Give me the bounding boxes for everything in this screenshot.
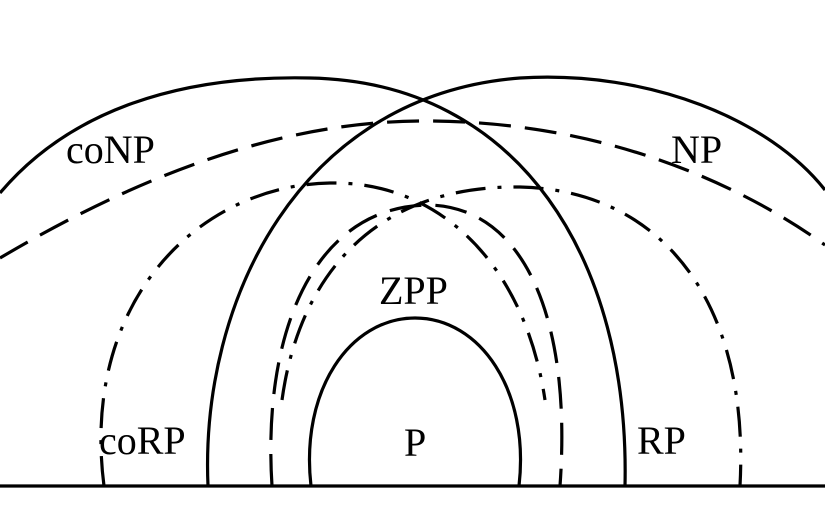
rp-boundary [280, 185, 743, 486]
corp-boundary [99, 181, 547, 486]
conp-label: coNP [66, 127, 155, 172]
corp-label: coRP [99, 418, 186, 463]
zpp-dashed-boundary [269, 203, 564, 486]
np-label: NP [671, 127, 722, 172]
np-boundary [205, 75, 825, 486]
dashed-outer-arc [0, 119, 825, 260]
p-boundary [308, 316, 522, 486]
p-label: P [404, 420, 426, 465]
rp-label: RP [637, 418, 686, 463]
zpp-label: ZPP [379, 268, 448, 313]
conp-boundary [0, 76, 627, 486]
